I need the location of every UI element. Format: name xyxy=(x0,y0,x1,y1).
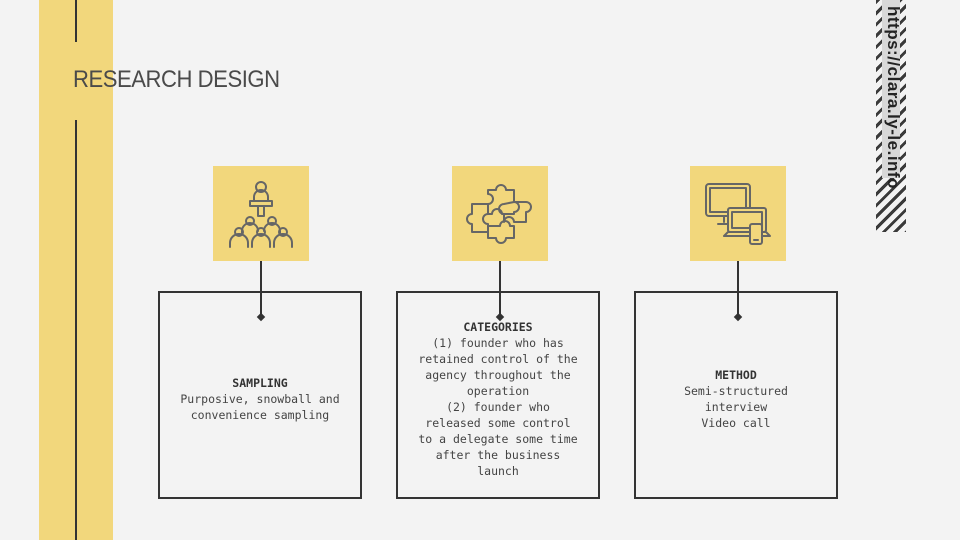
card-line: Semi-structured xyxy=(684,384,788,398)
card-line: interview xyxy=(704,400,768,414)
card-line: launch xyxy=(477,464,519,478)
connector-sampling xyxy=(260,261,262,316)
url-text[interactable]: https://clara.ly-le.info xyxy=(884,6,903,189)
icon-tile-categories xyxy=(452,166,548,261)
card-line: agency throughout the xyxy=(425,368,571,382)
decor-line-bottom xyxy=(75,120,77,540)
icon-tile-sampling xyxy=(213,166,309,261)
card-line: convenience sampling xyxy=(190,408,330,422)
card-categories: CATEGORIES (1) founder who has retained … xyxy=(396,291,600,499)
connector-method xyxy=(737,261,739,316)
card-line: operation xyxy=(466,384,530,398)
url-strip xyxy=(882,0,900,178)
card-line: after the business xyxy=(435,448,561,462)
decor-line-top xyxy=(75,0,77,42)
page-title: RESEARCH DESIGN xyxy=(73,66,280,93)
card-sampling: SAMPLING Purposive, snowball and conveni… xyxy=(158,291,362,499)
card-line: Purposive, snowball and xyxy=(180,392,340,406)
card-line: (2) founder who xyxy=(446,400,550,414)
card-title: METHOD xyxy=(715,368,757,382)
card-line: Video call xyxy=(701,416,771,430)
icon-tile-method xyxy=(690,166,786,261)
card-line: (1) founder who has xyxy=(432,336,564,350)
card-line: to a delegate some time xyxy=(418,432,578,446)
card-title: SAMPLING xyxy=(232,376,288,390)
connector-categories xyxy=(499,261,501,316)
card-title: CATEGORIES xyxy=(463,320,533,334)
card-method: METHOD Semi-structured interview Video c… xyxy=(634,291,838,499)
card-line: retained control of the xyxy=(418,352,578,366)
presentation-audience-icon xyxy=(229,180,293,248)
card-line: released some control xyxy=(425,416,571,430)
url-badge: https://clara.ly-le.info xyxy=(876,0,906,232)
devices-icon xyxy=(705,182,771,245)
puzzle-pieces-icon xyxy=(466,183,532,244)
